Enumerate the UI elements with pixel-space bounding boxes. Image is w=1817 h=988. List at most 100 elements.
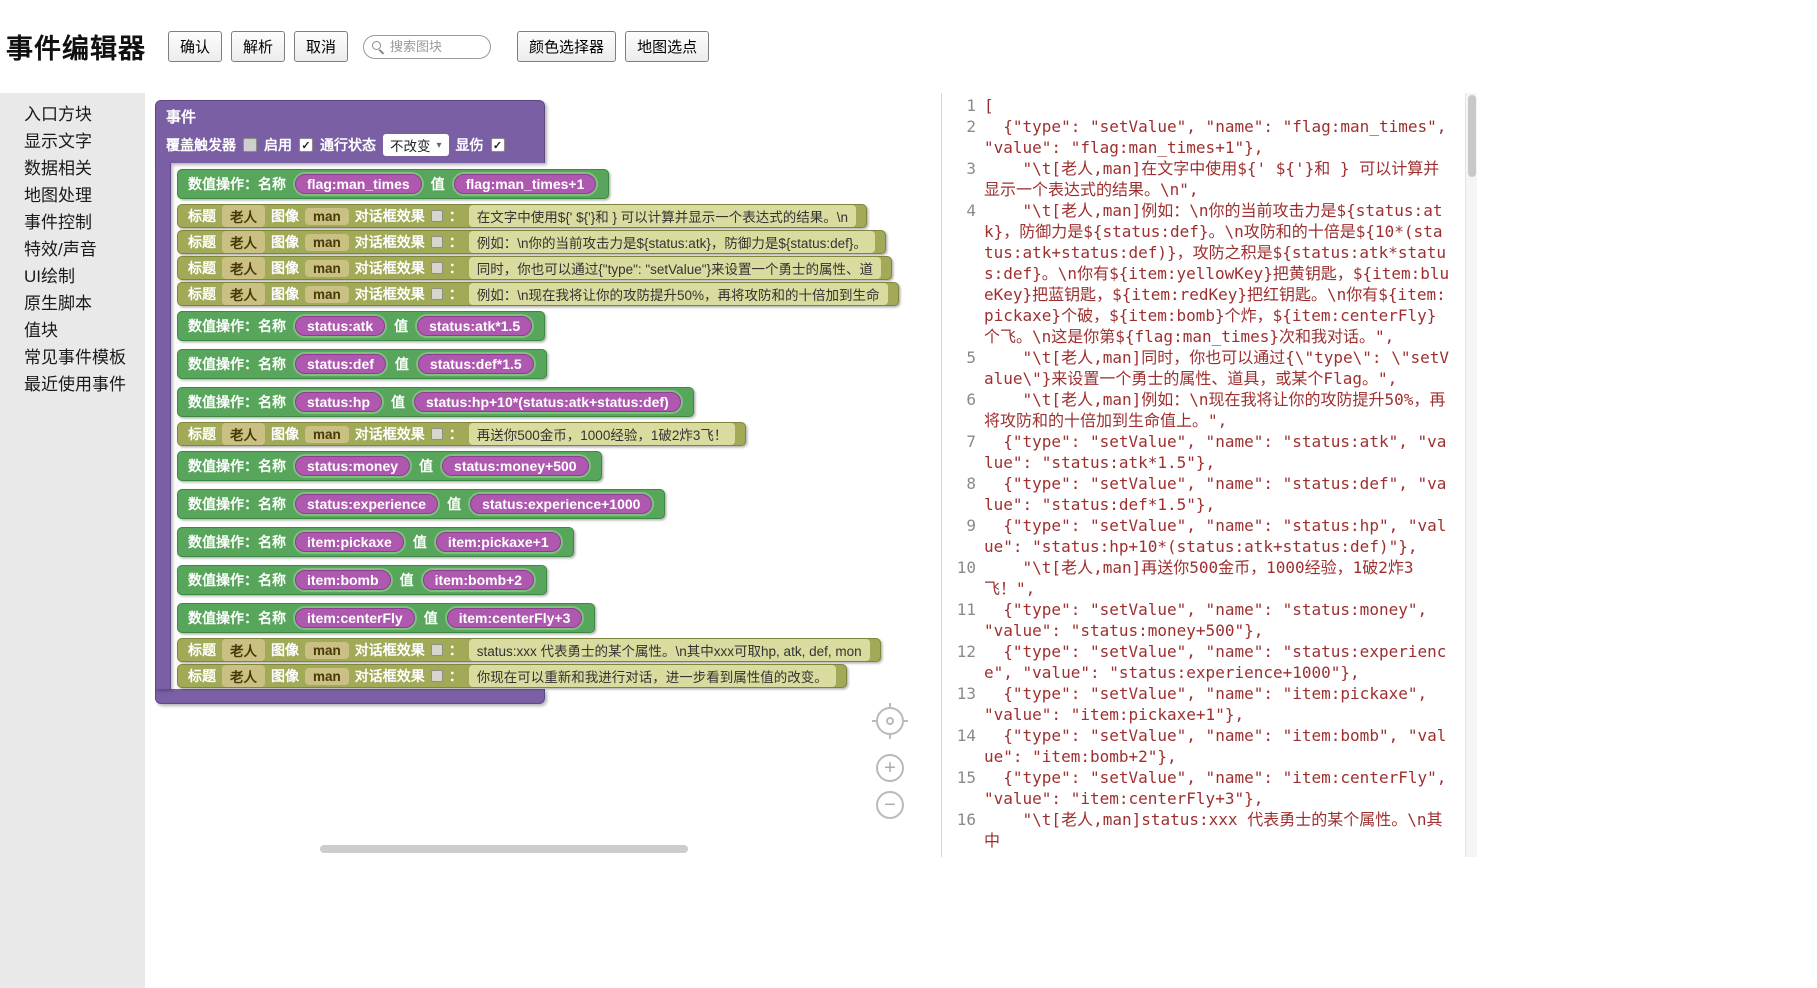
sidebar-item[interactable]: 常见事件模板 — [24, 348, 126, 367]
sidebar-item[interactable]: 显示文字 — [24, 132, 92, 151]
sidebar-item[interactable]: 事件控制 — [24, 213, 92, 232]
sidebar-item[interactable]: 原生脚本 — [24, 294, 92, 313]
title-field[interactable]: 老人 — [222, 205, 265, 227]
title-field[interactable]: 老人 — [222, 639, 265, 661]
value-pill[interactable]: item:pickaxe+1 — [435, 532, 561, 552]
title-field[interactable]: 老人 — [222, 231, 265, 253]
zoom-in-button[interactable]: + — [876, 754, 904, 782]
name-pill[interactable]: flag:man_times — [295, 174, 422, 194]
dialog-effect-checkbox[interactable] — [430, 670, 443, 682]
image-field[interactable]: man — [305, 233, 349, 251]
value-pill[interactable]: status:def*1.5 — [417, 354, 534, 374]
pass-state-dropdown[interactable]: 不改变 ▾ — [383, 134, 449, 156]
dialog-effect-checkbox[interactable] — [430, 262, 443, 274]
override-trigger-checkbox[interactable] — [243, 138, 257, 152]
value-pill[interactable]: item:bomb+2 — [422, 570, 535, 590]
event-block-header[interactable]: 事件 覆盖触发器 启用 ✓ 通行状态 不改变 ▾ 显伤 ✓ — [155, 100, 545, 163]
title-field[interactable]: 老人 — [222, 665, 265, 687]
code-scrollbar[interactable] — [1465, 93, 1477, 857]
sidebar-item[interactable]: 入口方块 — [24, 105, 92, 124]
sidebar-item[interactable]: 数据相关 — [24, 159, 92, 178]
sidebar-item[interactable]: 特效/声音 — [24, 240, 97, 259]
value-pill[interactable]: status:hp+10*(status:atk+status:def) — [414, 392, 681, 412]
parse-button[interactable]: 解析 — [231, 31, 286, 62]
dialog-effect-checkbox[interactable] — [430, 644, 443, 656]
dialog-text-field[interactable]: status:xxx 代表勇士的某个属性。\n其中xxx可取hp, atk, d… — [468, 639, 870, 661]
value-pill[interactable]: item:centerFly+3 — [446, 608, 583, 628]
dialog-effect-checkbox[interactable] — [430, 236, 443, 248]
image-field[interactable]: man — [305, 285, 349, 303]
name-pill[interactable]: status:atk — [295, 316, 386, 336]
pass-state-label: 通行状态 — [320, 137, 376, 153]
name-pill[interactable]: status:def — [295, 354, 386, 374]
image-field[interactable]: man — [305, 425, 349, 443]
zoom-reset-button[interactable] — [872, 703, 908, 739]
display-damage-checkbox[interactable]: ✓ — [490, 138, 505, 152]
dialog-text-field[interactable]: 你现在可以重新和我进行对话，进一步看到属性值的改变。 — [468, 665, 836, 687]
setvalue-op-label: 数值操作：名称 — [188, 356, 286, 372]
dialog-text-field[interactable]: 再送你500金币，1000经验，1破2炸3飞！ — [468, 423, 736, 445]
image-field[interactable]: man — [305, 259, 349, 277]
image-field[interactable]: man — [305, 207, 349, 225]
blockly-workspace[interactable]: 事件 覆盖触发器 启用 ✓ 通行状态 不改变 ▾ 显伤 ✓ — [145, 93, 941, 988]
dialog-effect-checkbox[interactable] — [430, 210, 443, 222]
sidebar-item[interactable]: 地图处理 — [24, 186, 92, 205]
sidebar-item[interactable]: UI绘制 — [24, 267, 75, 286]
title-field[interactable]: 老人 — [222, 283, 265, 305]
sidebar-item[interactable]: 值块 — [24, 321, 58, 340]
workspace-hscrollbar[interactable] — [320, 845, 688, 853]
name-pill[interactable]: item:pickaxe — [295, 532, 404, 552]
target-icon — [886, 717, 894, 725]
event-block[interactable]: 事件 覆盖触发器 启用 ✓ 通行状态 不改变 ▾ 显伤 ✓ — [155, 100, 899, 704]
value-pill[interactable]: flag:man_times+1 — [453, 174, 597, 194]
title-field[interactable]: 老人 — [222, 423, 265, 445]
sidebar-item[interactable]: 最近使用事件 — [24, 375, 126, 394]
enable-checkbox[interactable]: ✓ — [299, 138, 313, 152]
image-field[interactable]: man — [305, 667, 349, 685]
image-field[interactable]: man — [305, 641, 349, 659]
value-pill[interactable]: status:money+500 — [442, 456, 589, 476]
code-text: {"type": "setValue", "name": "status:hp"… — [984, 516, 1447, 556]
name-pill[interactable]: status:money — [295, 456, 411, 476]
dialog-effect-checkbox[interactable] — [430, 288, 443, 300]
color-picker-button[interactable]: 颜色选择器 — [517, 31, 617, 62]
dialog-effect-checkbox[interactable] — [430, 428, 443, 440]
map-pick-button[interactable]: 地图选点 — [625, 31, 710, 62]
name-pill[interactable]: status:experience — [295, 494, 439, 514]
code-editor[interactable]: 1[2 {"type": "setValue", "name": "flag:m… — [941, 93, 1477, 857]
name-pill[interactable]: item:centerFly — [295, 608, 415, 628]
name-pill[interactable]: item:bomb — [295, 570, 391, 590]
confirm-button[interactable]: 确认 — [168, 31, 223, 62]
line-number: 9 — [966, 516, 976, 535]
line-number: 1 — [966, 96, 976, 115]
dialog-text-field[interactable]: 例如：\n现在我将让你的攻防提升50%，再将攻防和的十倍加到生命 — [468, 283, 888, 305]
title-field[interactable]: 老人 — [222, 257, 265, 279]
code-scrollbar-thumb[interactable] — [1468, 95, 1476, 177]
name-pill[interactable]: status:hp — [295, 392, 382, 412]
event-settings-row: 覆盖触发器 启用 ✓ 通行状态 不改变 ▾ 显伤 ✓ — [166, 134, 534, 156]
value-pill[interactable]: status:atk*1.5 — [417, 316, 533, 336]
dialog-text-field[interactable]: 例如：\n你的当前攻击力是${status:atk}，防御力是${status:… — [468, 231, 875, 253]
zoom-out-button[interactable]: − — [876, 791, 904, 819]
cancel-button[interactable]: 取消 — [294, 31, 349, 62]
value-pill[interactable]: status:experience+1000 — [470, 494, 653, 514]
dialog-text-field[interactable]: 在文字中使用${' ${'}和 } 可以计算并显示一个表达式的结果。\n — [468, 205, 856, 227]
dialog-text-field[interactable]: 同时，你也可以通过{"type": "setValue"}来设置一个勇士的属性、… — [468, 257, 882, 279]
search-input[interactable] — [363, 34, 492, 59]
